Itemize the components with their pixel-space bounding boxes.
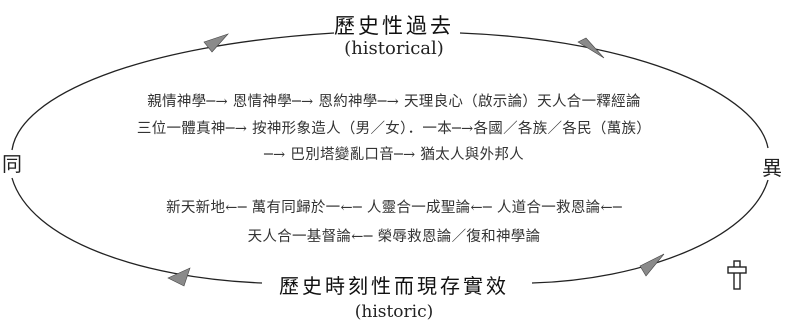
lower-line-2: 天人合一基督論←─ 榮辱救恩論／復和神學論: [247, 229, 541, 245]
top-title: 歷史性過去: [334, 14, 454, 38]
upper-arc-right: [459, 32, 769, 149]
lower-line-1: 新天新地←─ 萬有同歸於一←─ 人靈合一成聖論←─ 人道合一救恩論←─: [166, 200, 622, 216]
cross-icon: [726, 260, 748, 290]
left-label: 同: [2, 152, 22, 176]
upper-line-1: 親情神學─→ 恩情神學─→ 恩約神學─→ 天理良心（啟示論）天人合一釋經論: [147, 94, 641, 110]
arrow-icon: [167, 267, 191, 287]
bottom-title: 歷史時刻性而現存實效: [279, 274, 509, 298]
arrow-icon: [203, 33, 229, 53]
lower-arc-right: [531, 179, 769, 284]
upper-arc-left: [11, 32, 335, 151]
arrow-icon: [577, 37, 605, 59]
upper-line-3: ─→ 巴別塔變亂口音─→ 猶太人與外邦人: [264, 147, 524, 163]
bottom-subtitle: (historic): [354, 302, 434, 322]
right-label: 異: [762, 156, 782, 180]
arrow-icon: [639, 253, 665, 277]
top-subtitle: (historical): [344, 38, 444, 59]
lower-arc-left: [11, 177, 263, 284]
upper-line-2: 三位一體真神─→ 按神形象造人（男／女）．一本─→各國／各族／各民（萬族）: [136, 121, 652, 137]
